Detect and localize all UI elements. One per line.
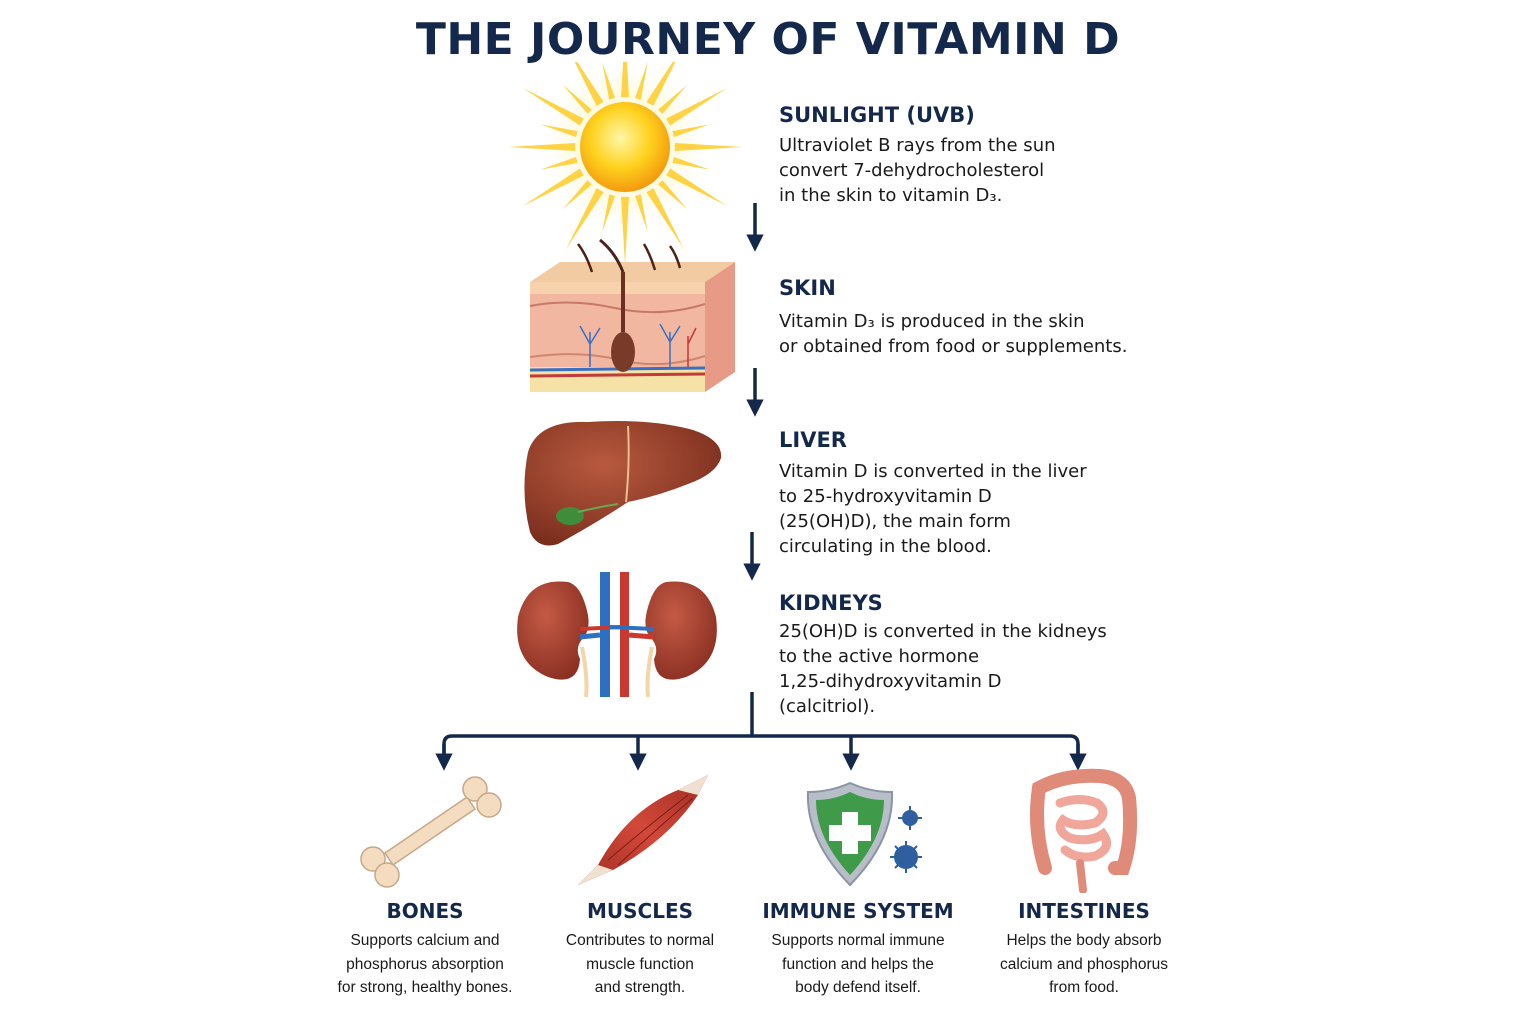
sun-ray xyxy=(539,157,578,170)
muscle-icon xyxy=(578,775,708,885)
sun-ray xyxy=(522,168,584,206)
sun-ray xyxy=(672,124,711,137)
skin-cross-section-icon xyxy=(529,238,735,392)
sun-ray xyxy=(646,62,676,106)
sun-ray xyxy=(621,196,629,262)
intestines-icon xyxy=(1030,768,1138,893)
sun-icon xyxy=(507,62,743,262)
sun-ray xyxy=(674,143,743,151)
sun-ray xyxy=(562,180,592,210)
step-heading-kidneys: KIDNEYS xyxy=(779,591,883,615)
outcome-text-muscles: Contributes to normal muscle function an… xyxy=(565,932,715,996)
page-title: THE JOURNEY OF VITAMIN D xyxy=(415,14,1121,65)
sun-ray xyxy=(507,143,576,151)
sun-ray xyxy=(602,62,615,100)
shield-icon xyxy=(806,781,922,887)
step-text-liver: Vitamin D is converted in the liver to 2… xyxy=(779,461,1087,557)
sun-ray xyxy=(566,188,604,250)
sun-ray xyxy=(658,180,688,210)
sun-ray xyxy=(646,188,684,250)
outcome-text-intestines: Helps the body absorb calcium and phosph… xyxy=(999,932,1169,996)
outcome-heading-bones: BONES xyxy=(386,899,464,923)
sun-ray xyxy=(602,194,615,233)
outcome-heading-muscles: MUSCLES xyxy=(586,899,694,923)
kidneys-icon xyxy=(517,572,717,698)
sun-ray xyxy=(621,62,629,98)
outcome-bones: BONES Supports calcium and phosphorus ab… xyxy=(310,899,540,1000)
outcome-text-immune: Supports normal immune function and help… xyxy=(771,932,945,996)
outcome-heading-intestines: INTESTINES xyxy=(1018,899,1150,923)
sun-ray xyxy=(672,157,711,170)
step-text-skin: Vitamin D₃ is produced in the skin or ob… xyxy=(779,311,1128,357)
sun-ray xyxy=(574,62,604,106)
connector-branch xyxy=(442,734,1080,761)
bone-icon xyxy=(360,776,502,888)
sun-ray xyxy=(539,124,578,137)
sun-ray xyxy=(658,84,688,114)
sun-ray xyxy=(635,194,648,233)
step-heading-liver: LIVER xyxy=(779,428,847,452)
step-text-kidneys: 25(OH)D is converted in the kidneys to t… xyxy=(779,621,1107,717)
step-heading-sunlight: SUNLIGHT (UVB) xyxy=(779,103,975,127)
sun-ray xyxy=(666,168,728,206)
outcome-immune-system: IMMUNE SYSTEM Supports normal immune fun… xyxy=(743,899,973,1000)
sun-ray xyxy=(522,88,584,126)
outcome-heading-immune: IMMUNE SYSTEM xyxy=(762,899,954,923)
sun-ray xyxy=(562,84,592,114)
outcome-intestines: INTESTINES Helps the body absorb calcium… xyxy=(969,899,1199,1000)
step-heading-skin: SKIN xyxy=(779,276,836,300)
sun-ray xyxy=(635,62,648,100)
sun-ray xyxy=(666,88,728,126)
outcome-muscles: MUSCLES Contributes to normal muscle fun… xyxy=(525,899,755,1000)
liver-icon xyxy=(524,421,722,546)
outcome-text-bones: Supports calcium and phosphorus absorpti… xyxy=(337,932,513,996)
step-text-sunlight: Ultraviolet B rays from the sun convert … xyxy=(779,135,1056,206)
